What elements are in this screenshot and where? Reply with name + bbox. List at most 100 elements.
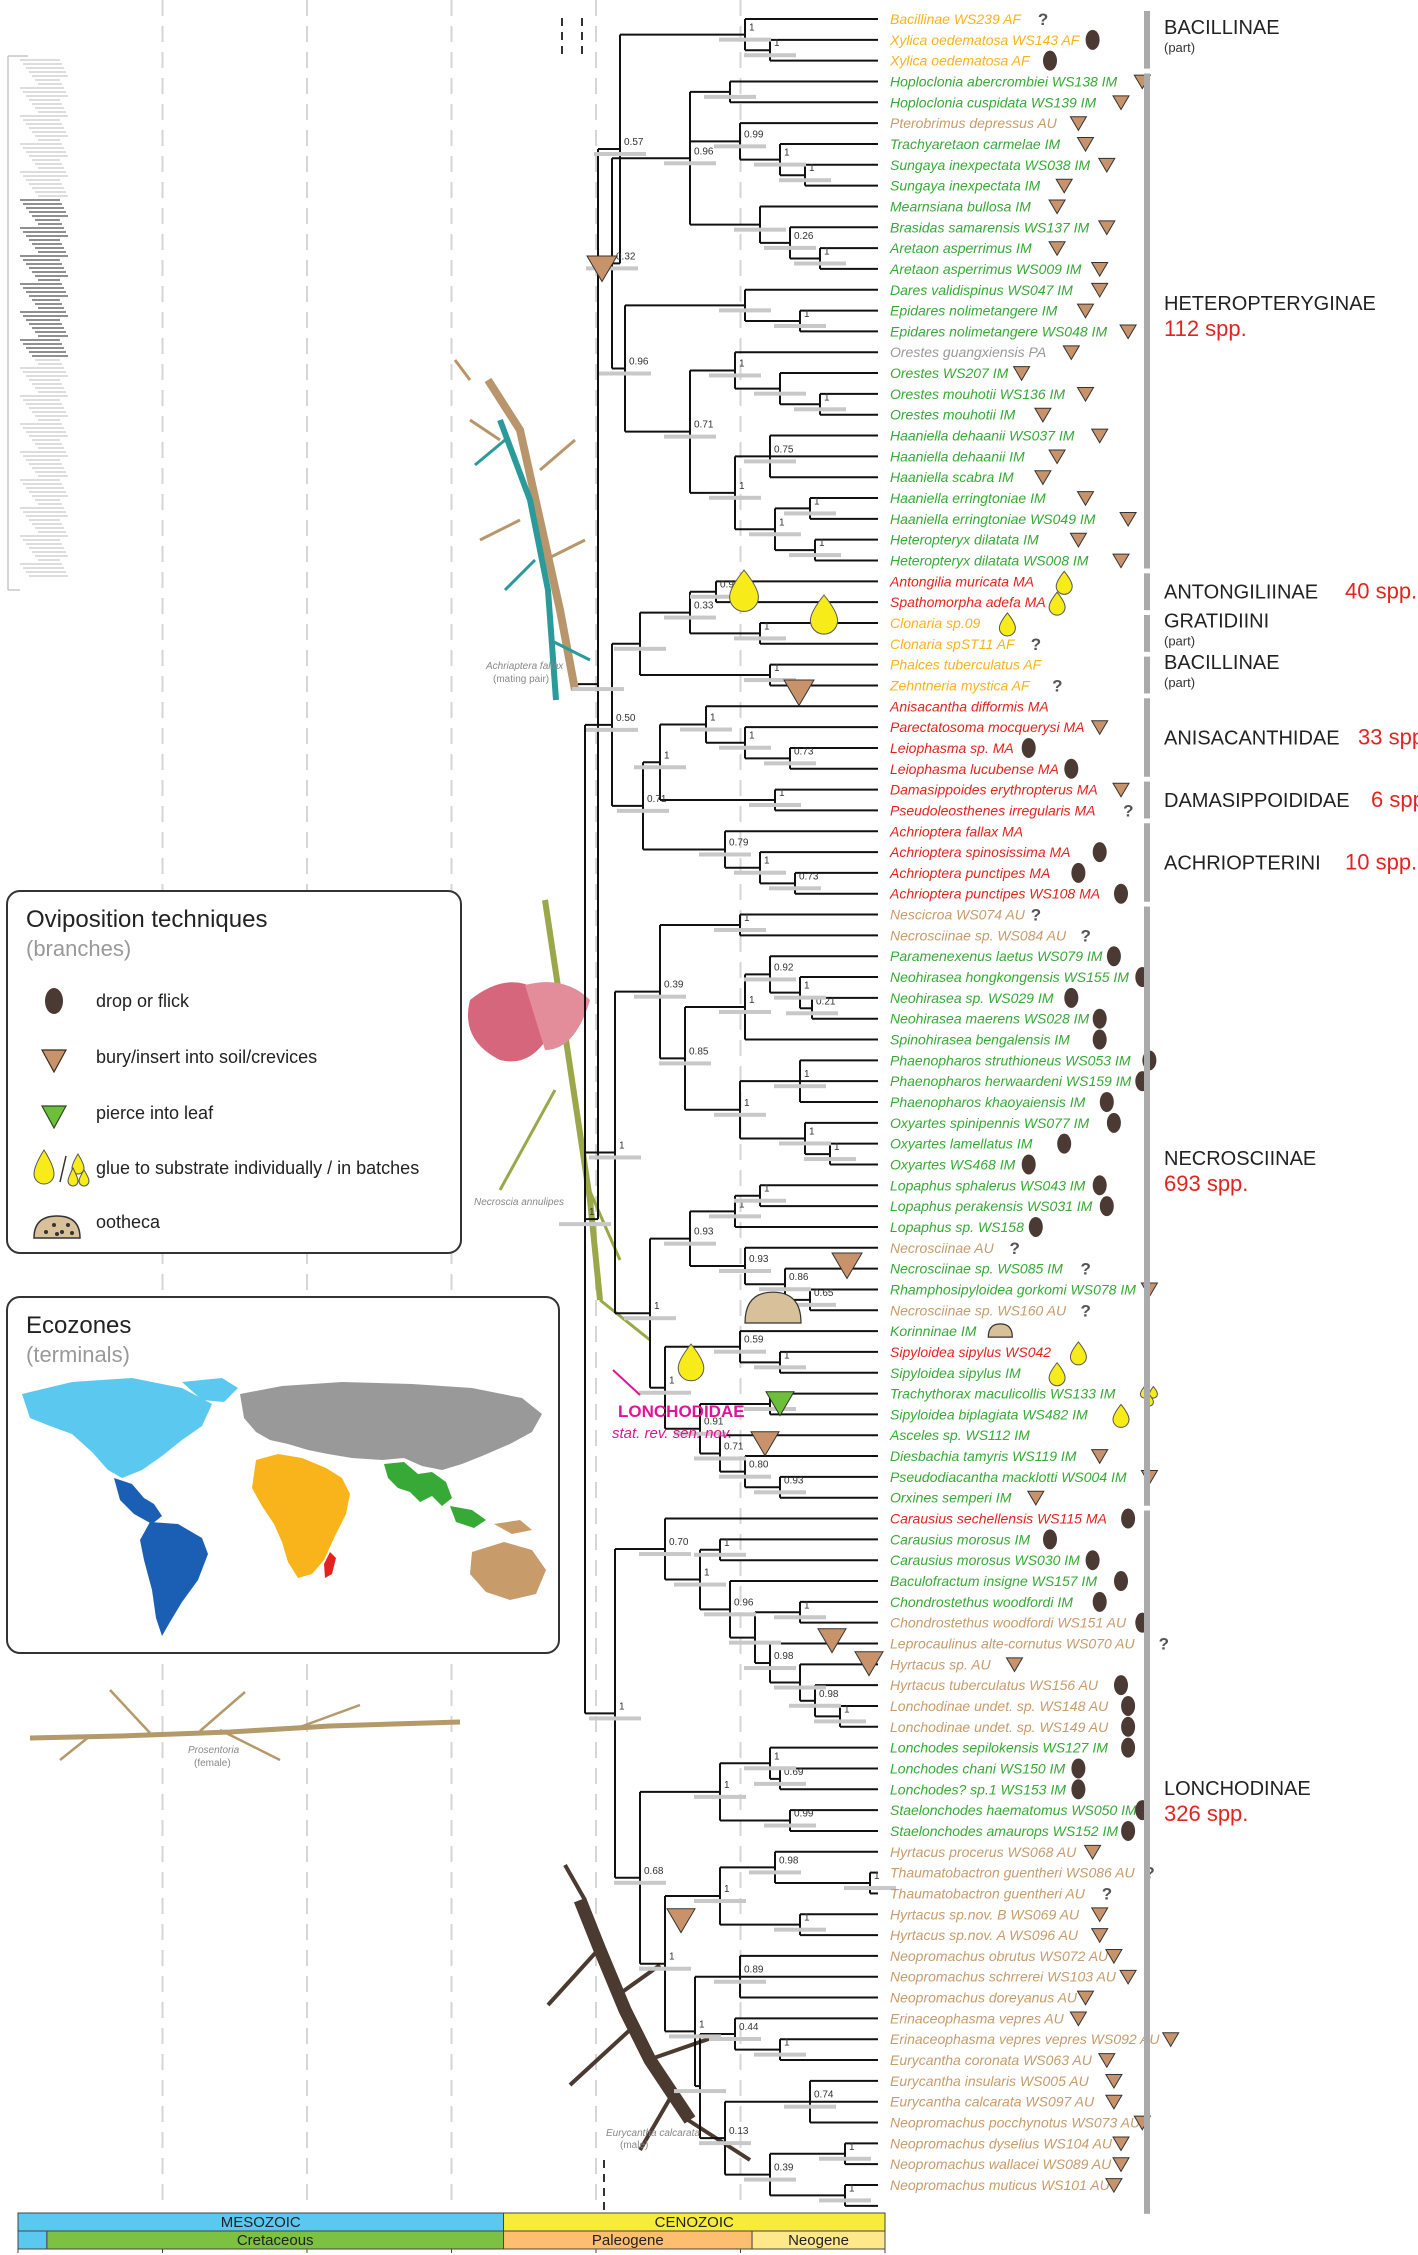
node-age-bar (764, 1823, 816, 1828)
caption-eurycantha: Eurycantha calcarata (606, 2128, 700, 2139)
support-value: 1 (779, 517, 785, 528)
support-value: 1 (824, 392, 830, 403)
node-age-bar (749, 532, 801, 537)
taxon-label: Staelonchodes haematomus WS050 IM (890, 1802, 1137, 1818)
clade-bar (1144, 656, 1150, 694)
node-age-bar (694, 1552, 746, 1557)
unknown-question-icon: ? (1038, 10, 1048, 29)
node-age-bar (709, 495, 761, 500)
egg-drop-icon (1121, 1695, 1136, 1716)
unknown-question-icon: ? (1081, 1260, 1091, 1279)
egg-drop-icon (1114, 1675, 1128, 1696)
egg-drop-icon (1064, 758, 1079, 779)
node-age-bar (764, 245, 816, 250)
node-age-bar (759, 1287, 811, 1292)
taxon-label: Sipyloidea sipylus IM (890, 1365, 1021, 1381)
node-age-bar (674, 1582, 726, 1587)
taxon-label: Diesbachia tamyris WS119 IM (890, 1448, 1077, 1464)
egg-drop-icon (1121, 1820, 1136, 1841)
taxon-label: Spathomorpha adefa MA (890, 594, 1046, 610)
brown-triangle-icon (1112, 2157, 1130, 2173)
unknown-question-icon: ? (1102, 1884, 1112, 1903)
node-age-bar (729, 1640, 781, 1645)
support-value: 0.71 (647, 794, 667, 805)
ootheca-icon (744, 1291, 802, 1324)
support-value: 1 (710, 713, 716, 724)
node-age-bar (774, 1615, 826, 1620)
support-value: 1 (749, 731, 755, 742)
support-value: 1 (764, 1184, 770, 1195)
taxon-label: Carausius morosus WS030 IM (890, 1552, 1080, 1568)
legend-item-label: bury/insert into soil/crevices (96, 1047, 318, 1067)
support-value: 1 (764, 621, 770, 632)
support-value: 1 (749, 995, 755, 1006)
taxon-label: Orestes guangxiensis PA (890, 344, 1046, 360)
brown-triangle-icon (1105, 2178, 1123, 2194)
node-age-bar (774, 995, 826, 1000)
support-value: 0.44 (739, 2022, 759, 2033)
node-age-bar (709, 373, 761, 378)
node-age-bar (774, 1927, 826, 1932)
node-age-bar (714, 1349, 766, 1354)
support-value: 0.91 (704, 1417, 724, 1428)
support-value: 1 (724, 1538, 730, 1549)
node-age-bar (572, 687, 624, 692)
clade-species-count: 112 spp. (1164, 316, 1247, 341)
brown-triangle-icon (666, 1908, 696, 1934)
unknown-question-icon: ? (1159, 1635, 1169, 1654)
brown-triangle-icon (831, 1252, 863, 1280)
egg-drop-icon (1043, 50, 1057, 71)
node-age-bar (680, 727, 732, 732)
node-age-bar (744, 1766, 796, 1771)
taxon-label: Neopromachus schrrerei WS103 AU (890, 1969, 1117, 1985)
node-age-bar (744, 977, 796, 982)
node-age-bar (779, 178, 831, 183)
brown-triangle-icon (1097, 157, 1116, 173)
taxon-label: Staelonchodes amaurops WS152 IM (890, 1823, 1118, 1839)
egg-drop-icon (1092, 842, 1107, 863)
taxon-label: Bacillinae WS239 AF (890, 11, 1022, 27)
support-value: 0.21 (816, 996, 836, 1007)
support-value: 0.57 (624, 137, 644, 148)
brown-triangle-icon (1048, 199, 1066, 215)
taxon-label: Oxyartes WS468 IM (890, 1156, 1016, 1172)
taxon-label: Hyrtacus sp. AU (890, 1656, 992, 1672)
support-value: 1 (849, 2142, 855, 2153)
node-age-bar (784, 1302, 836, 1307)
support-value: 0.13 (729, 2126, 749, 2137)
node-age-bar (764, 761, 816, 766)
taxon-label: Rhamphosipyloidea gorkomi WS078 IM (890, 1281, 1136, 1297)
taxon-label: Necrosciinae sp. WS160 AU (890, 1302, 1067, 1318)
ootheca-icon (987, 1323, 1013, 1338)
node-age-bar (664, 161, 716, 166)
taxon-label: Eurycantha insularis WS005 AU (890, 2073, 1090, 2089)
taxon-label: Chondrostethus woodfordi WS151 AU (890, 1615, 1127, 1631)
taxon-label: Leprocaulinus alte-cornutus WS070 AU (890, 1636, 1136, 1652)
taxon-label: Eurycantha calcarata WS097 AU (890, 2094, 1095, 2110)
brown-triangle-icon (1076, 137, 1095, 153)
node-age-bar (586, 266, 638, 271)
taxon-label: Dares validispinus WS047 IM (890, 282, 1073, 298)
taxon-label: Spinohirasea bengalensis IM (890, 1032, 1070, 1048)
brown-triangle-icon (1069, 116, 1088, 132)
node-age-bar (709, 2037, 761, 2042)
taxon-label: Neopromachus obrutus WS072 AU (890, 1948, 1109, 1964)
node-age-bar (709, 1214, 761, 1219)
brown-triangle-icon (1090, 262, 1109, 278)
support-value: 0.89 (744, 1965, 764, 1976)
brown-triangle-icon (1069, 2011, 1088, 2027)
glue-drop-icon (1055, 570, 1073, 595)
support-value: 0.71 (694, 420, 714, 431)
clade-species-count: 10 spp. (1345, 849, 1417, 874)
support-value: 0.68 (644, 1866, 664, 1877)
clade-name: ANTONGILIINAE (1164, 582, 1318, 604)
egg-drop-icon (1064, 987, 1079, 1008)
legend-item-label: drop or flick (96, 991, 190, 1011)
support-value: 0.99 (794, 1809, 814, 1820)
support-value: 1 (619, 1701, 625, 1712)
brown-triangle-icon (1112, 553, 1130, 569)
support-value: 1 (824, 247, 830, 258)
support-value: 0.99 (744, 129, 764, 140)
clade-species-count: 326 spp. (1164, 1801, 1248, 1826)
taxon-label: Aretaon asperrimus IM (889, 240, 1032, 256)
